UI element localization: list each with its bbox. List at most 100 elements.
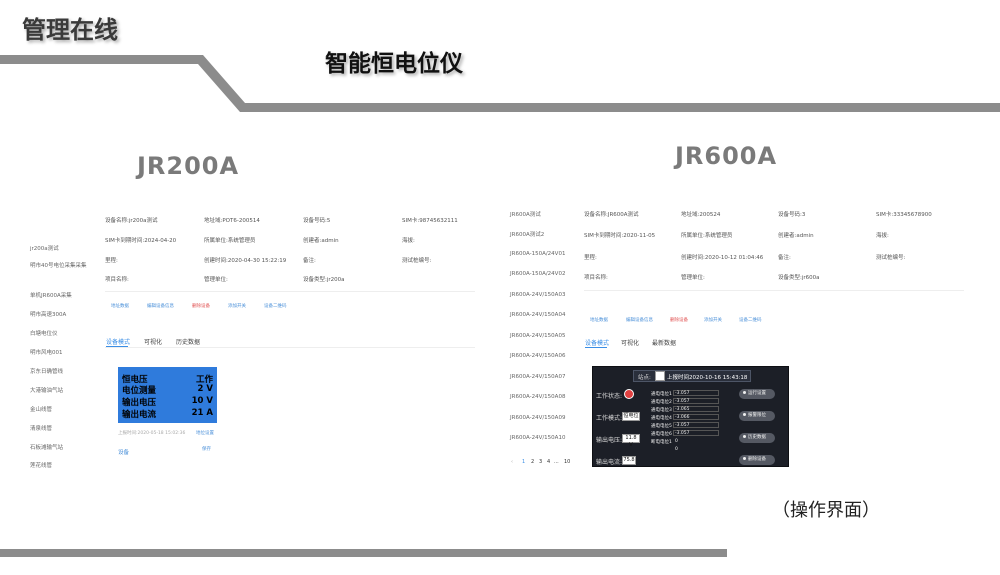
tab-device-mode[interactable]: 设备模式	[585, 340, 610, 347]
run-settings-button[interactable]: 运行设置	[739, 389, 775, 399]
delete-device-button[interactable]: 删除设备	[670, 318, 688, 323]
info-field: 项目名称:	[105, 277, 129, 283]
delete-device-button[interactable]: 删除设备	[192, 304, 210, 309]
info-field: 所属单位:系统管理员	[681, 233, 733, 239]
page-button[interactable]: 1	[522, 459, 526, 465]
sidebar-item[interactable]: JR600A-24V/150A10	[510, 435, 566, 441]
info-field: 测试桩编号:	[876, 255, 906, 261]
tab-device-mode[interactable]: 设备模式	[106, 339, 131, 346]
channel-value: -3.065	[673, 406, 719, 412]
sidebar-item[interactable]: 清泉线管	[30, 426, 53, 432]
info-field: 创建者:admin	[303, 238, 339, 244]
sidebar-item[interactable]: 明市风电001	[30, 350, 63, 356]
work-mode-label: 工作模式:	[596, 415, 623, 422]
sidebar-item[interactable]: 大港输油气站	[30, 388, 64, 394]
sidebar-item[interactable]: JR600A-24V/150A06	[510, 353, 566, 359]
info-field: 设备名称:JR600A测试	[584, 212, 639, 218]
info-field: SIM卡到期时间:2020-11-05	[584, 233, 656, 239]
footer-bar	[0, 549, 727, 557]
info-field: 测试桩编号:	[402, 258, 432, 264]
sidebar-item[interactable]: JR600A-24V/150A04	[510, 312, 566, 318]
sidebar-item[interactable]: 明市40号电位采集采集	[30, 263, 87, 269]
tab-active-indicator	[106, 346, 128, 347]
power-status-icon[interactable]	[624, 389, 634, 399]
device-qrcode-button[interactable]: 设备二维码	[739, 318, 762, 323]
info-field: SIM卡:98745632111	[402, 218, 458, 224]
info-field: 地址域:POT6-200514	[204, 218, 260, 224]
info-field: 管理单位:	[681, 275, 705, 281]
info-field: 创建时间:2020-04-30 15:22:19	[204, 258, 287, 264]
work-mode-value[interactable]: 恒电位	[622, 412, 640, 421]
channel-label: 通电电位2	[651, 400, 672, 405]
sidebar-item[interactable]: JR600A-24V/150A07	[510, 374, 566, 380]
sidebar-item[interactable]: 石板滩输气站	[30, 445, 64, 451]
output-voltage-value[interactable]: 11.8 V	[622, 434, 640, 448]
position-settings-link[interactable]: 地位设置	[196, 431, 214, 436]
channel-value: -3.057	[673, 398, 719, 404]
sidebar-item[interactable]: 莲花线管	[30, 463, 53, 469]
page-button[interactable]: 10	[564, 459, 571, 465]
info-field: SIM卡:33345678900	[876, 212, 932, 218]
sidebar-item[interactable]: 明市高速300A	[30, 312, 67, 318]
slide-title: 管理在线	[22, 16, 118, 44]
sidebar-item[interactable]: JR600A-24V/150A05	[510, 333, 566, 339]
add-switch-button[interactable]: 添加开关	[228, 304, 246, 309]
page-button[interactable]: 4	[547, 459, 551, 465]
sidebar-item[interactable]: JR600A-150A/24V01	[510, 251, 566, 257]
report-time: 上报时间2020-10-16 15:43:18	[667, 375, 748, 381]
tab-latest-data[interactable]: 最新数据	[652, 340, 677, 347]
info-field: 项目名称:	[584, 275, 608, 281]
sidebar-item[interactable]: 白塘电位仪	[30, 331, 58, 337]
page-button[interactable]: 2	[531, 459, 535, 465]
tab-history[interactable]: 历史数据	[176, 339, 201, 346]
channel-value: -3.066	[673, 414, 719, 420]
sidebar-item[interactable]: JR600A测试2	[510, 232, 545, 238]
page-ellipsis: ...	[554, 459, 559, 465]
sidebar-item[interactable]: 京东日确管线	[30, 369, 64, 375]
alarm-limit-button[interactable]: 报警限位	[739, 411, 775, 421]
prev-page-icon[interactable]: ‹	[511, 459, 513, 465]
station-label: 站点:	[638, 375, 651, 381]
divider	[105, 291, 475, 292]
info-field: 设备号码:5	[303, 218, 331, 224]
sidebar-item[interactable]: 单机JR600A采集	[30, 293, 72, 299]
edit-device-button[interactable]: 编辑设备信息	[147, 304, 174, 309]
page-button[interactable]: 3	[539, 459, 543, 465]
sidebar-item[interactable]: jr200a测试	[30, 246, 59, 252]
device-link[interactable]: 设备	[118, 450, 130, 456]
add-switch-button[interactable]: 添加开关	[704, 318, 722, 323]
edit-device-button[interactable]: 编辑设备信息	[626, 318, 653, 323]
info-field: 设备类型:jr200a	[303, 277, 345, 283]
station-select[interactable]	[655, 371, 665, 381]
channel-label: 通电电位3	[651, 408, 672, 413]
channel-value: -3.057	[673, 422, 719, 428]
channel-label: 通电电位1	[651, 392, 672, 397]
delete-device-button[interactable]: 删除设备	[739, 455, 775, 465]
panel-row: 恒电压工作	[122, 375, 213, 385]
sidebar-item[interactable]: 金山线管	[30, 407, 53, 413]
history-data-button[interactable]: 历史数据	[739, 433, 775, 443]
address-data-button[interactable]: 地址数据	[590, 318, 608, 323]
tab-visualization[interactable]: 可视化	[144, 339, 163, 346]
sidebar-item[interactable]: JR600A-24V/150A09	[510, 415, 566, 421]
sidebar-item[interactable]: JR600A-150A/24V02	[510, 271, 566, 277]
info-field: 海拔:	[876, 233, 889, 239]
sidebar-item[interactable]: JR600A-24V/150A08	[510, 394, 566, 400]
header-divider-line	[0, 55, 1000, 112]
sidebar-item[interactable]: JR600A-24V/150A03	[510, 292, 566, 298]
output-current-value[interactable]: 75.8	[622, 456, 636, 465]
info-field: 管理单位:	[204, 277, 228, 283]
sidebar-item[interactable]: JR600A测试	[510, 212, 541, 218]
save-button[interactable]: 保存	[202, 447, 211, 452]
info-field: 所属单位:系统管理员	[204, 238, 256, 244]
tab-visualization[interactable]: 可视化	[621, 340, 640, 347]
channel-value: 0	[675, 439, 678, 444]
channel-label: 断电电位1	[651, 440, 672, 445]
address-data-button[interactable]: 地址数据	[111, 304, 129, 309]
device-qrcode-button[interactable]: 设备二维码	[264, 304, 287, 309]
main-title: 智能恒电位仪	[325, 51, 463, 77]
